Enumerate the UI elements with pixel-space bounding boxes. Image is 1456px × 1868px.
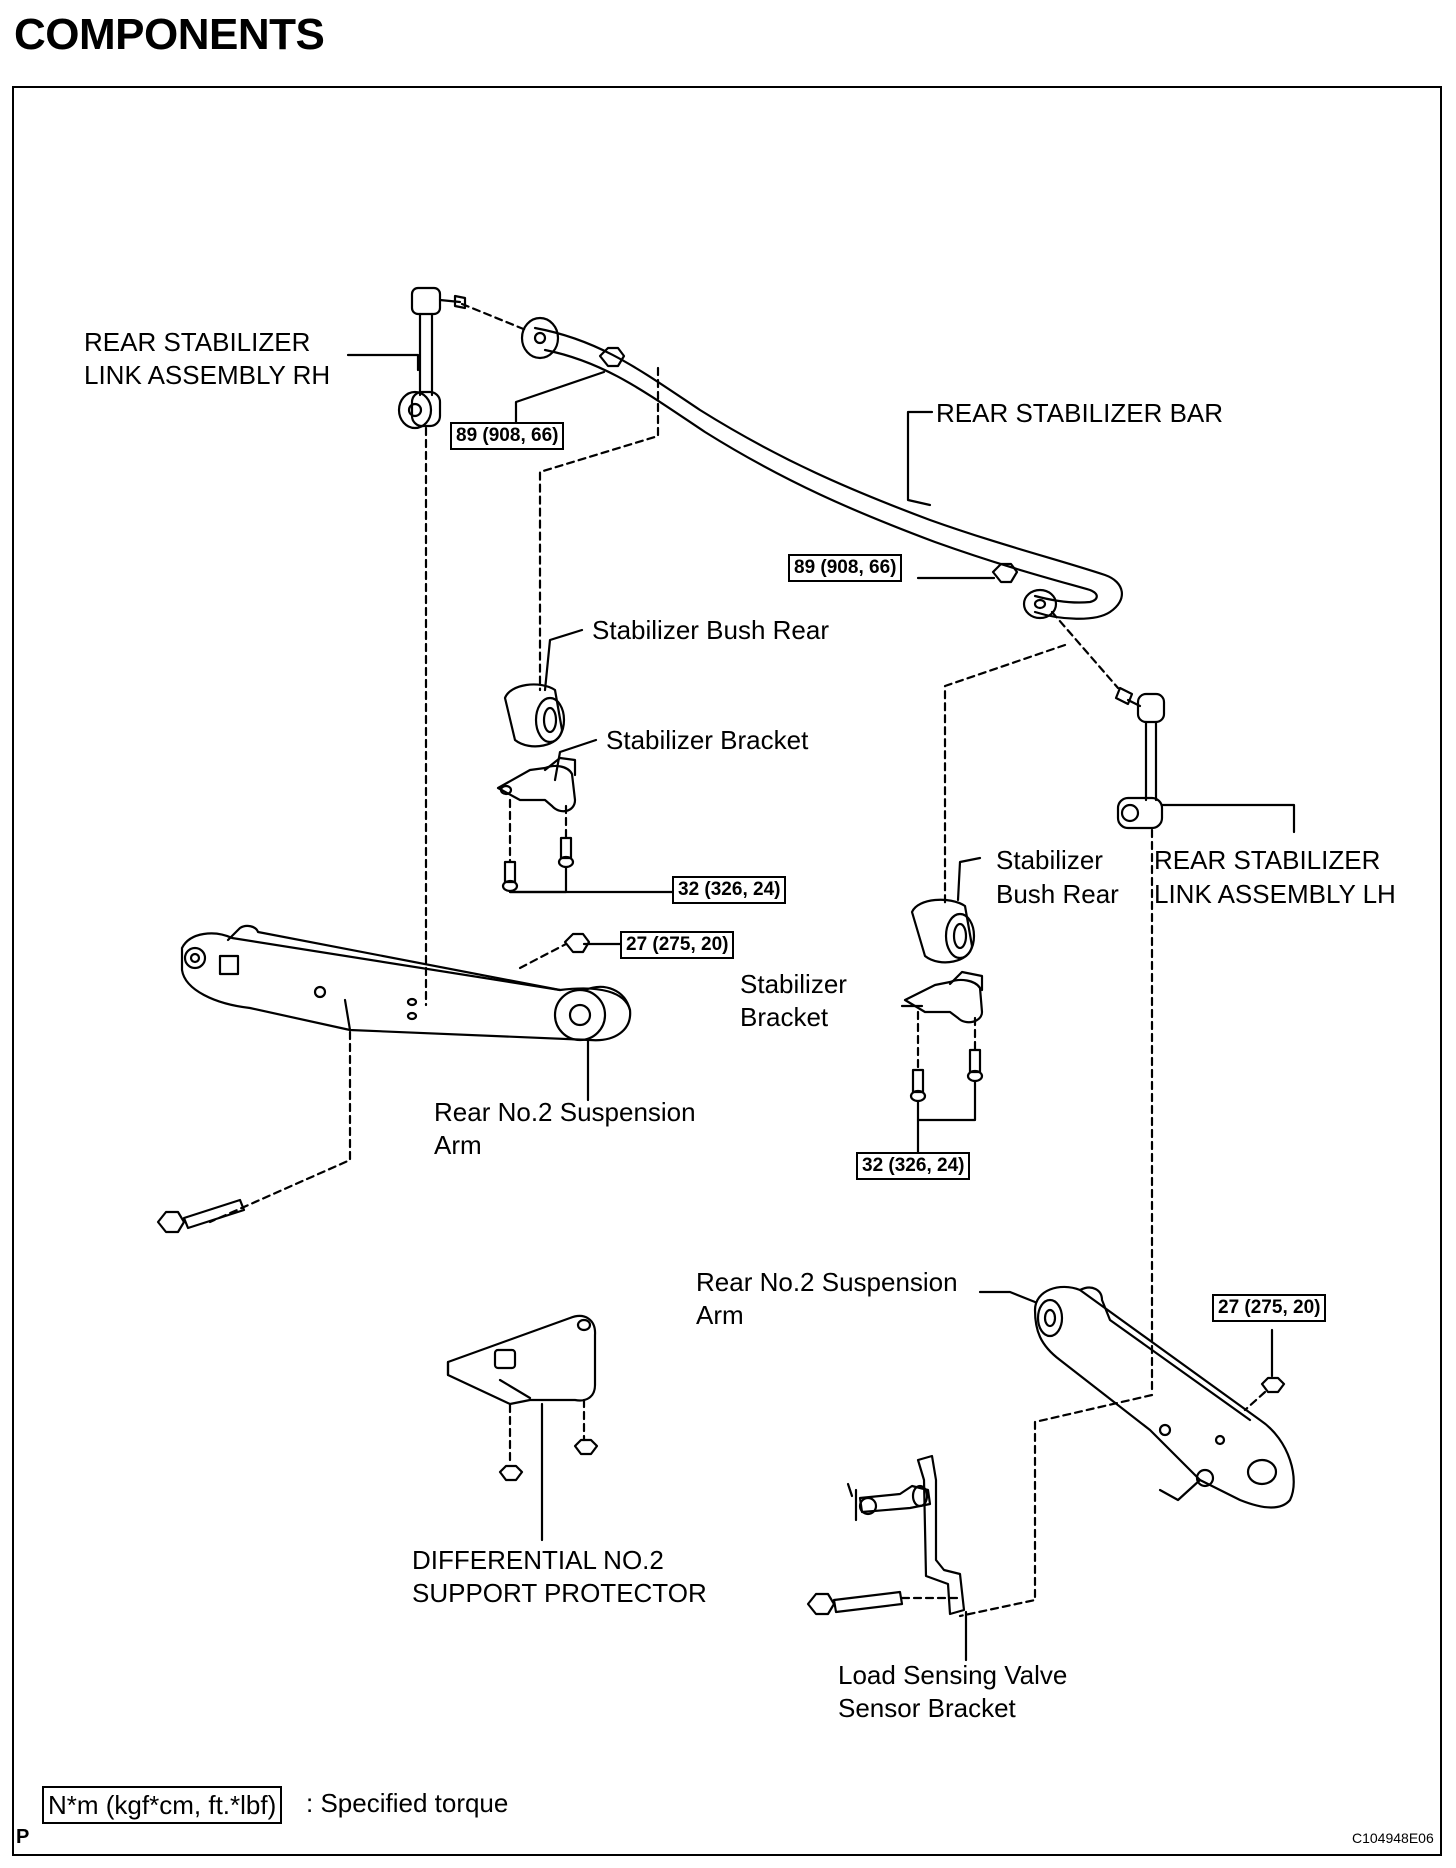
stabilizer-bracket-2 xyxy=(903,970,984,1024)
suspension-arm-rh xyxy=(180,924,632,1042)
torque-box-bar-lh: 89 (908, 66) xyxy=(788,554,903,582)
differential-support-protector xyxy=(446,1314,597,1406)
legend-text: : Specified torque xyxy=(306,1788,509,1818)
label-bracket-2-line1: Stabilizer xyxy=(740,969,847,999)
legend-torque-box: N*m (kgf*cm, ft.*lbf) xyxy=(42,1786,283,1824)
torque-box-bracket-1: 32 (326, 24) xyxy=(672,876,787,904)
arm-rh-nut xyxy=(563,932,591,954)
label-lsv-line1: Load Sensing Valve xyxy=(838,1660,1068,1690)
label-protector-line2: SUPPORT PROTECTOR xyxy=(412,1578,707,1608)
torque-box-arm-lh: 27 (275, 20) xyxy=(1212,1294,1327,1322)
figure-code: C104948E06 xyxy=(1352,1830,1434,1846)
label-arm-rh-line1: Rear No.2 Suspension xyxy=(434,1097,696,1127)
arm-lh-nut xyxy=(1260,1376,1286,1394)
protector-nut-b xyxy=(573,1438,599,1456)
torque-box-arm-rh: 27 (275, 20) xyxy=(620,931,735,959)
bracket-bolt-1a xyxy=(501,860,519,893)
stabilizer-bar xyxy=(520,316,1123,620)
protector-nut-a xyxy=(498,1464,524,1482)
label-bush-rear-2-line1: Stabilizer xyxy=(996,845,1103,875)
label-bracket-1: Stabilizer Bracket xyxy=(606,725,809,755)
label-link-rh-line2: LINK ASSEMBLY RH xyxy=(84,360,331,390)
stabilizer-link-rh xyxy=(397,286,467,430)
p-mark: P xyxy=(16,1826,30,1848)
label-bracket-2-line2: Bracket xyxy=(740,1002,829,1032)
torque-box-bracket-2: 32 (326, 24) xyxy=(856,1152,971,1180)
bar-nut-lh xyxy=(991,562,1019,584)
suspension-arm-lh xyxy=(1033,1285,1295,1509)
load-sensing-valve-bracket xyxy=(846,1454,966,1616)
bar-nut-rh xyxy=(598,346,626,368)
label-link-lh-line2: LINK ASSEMBLY LH xyxy=(1154,879,1396,909)
arm-rh-bolt xyxy=(156,1198,246,1234)
stabilizer-bush-rear-1 xyxy=(503,683,566,748)
stabilizer-link-lh xyxy=(1114,686,1166,830)
label-arm-lh-line1: Rear No.2 Suspension xyxy=(696,1267,958,1297)
bracket-bolt-2a xyxy=(909,1068,927,1103)
stabilizer-bush-rear-2 xyxy=(910,898,976,964)
torque-box-bar-rh: 89 (908, 66) xyxy=(450,422,565,450)
lsv-bracket-bolt xyxy=(806,1590,904,1616)
page-title: COMPONENTS xyxy=(14,10,325,59)
label-lsv-line2: Sensor Bracket xyxy=(838,1693,1016,1723)
label-arm-rh-line2: Arm xyxy=(434,1130,482,1160)
stabilizer-bracket-1 xyxy=(496,756,577,813)
label-bush-rear-2-line2: Bush Rear xyxy=(996,879,1119,909)
label-protector-line1: DIFFERENTIAL NO.2 xyxy=(412,1545,664,1575)
label-link-lh-line1: REAR STABILIZER xyxy=(1154,845,1381,875)
label-stabilizer-bar: REAR STABILIZER BAR xyxy=(936,398,1224,428)
label-link-rh-line1: REAR STABILIZER xyxy=(84,327,311,357)
label-bush-rear-1: Stabilizer Bush Rear xyxy=(592,615,829,645)
bracket-bolt-2b xyxy=(966,1048,984,1083)
label-arm-lh-line2: Arm xyxy=(696,1300,744,1330)
diagram-frame xyxy=(12,86,1442,1856)
bracket-bolt-1b xyxy=(557,836,575,869)
